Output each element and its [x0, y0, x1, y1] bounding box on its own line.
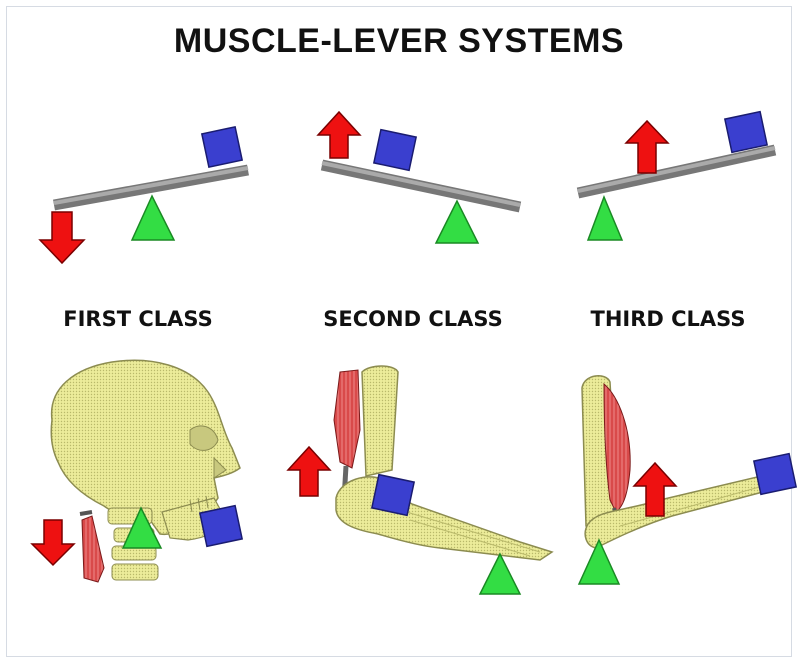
- second-class-lever: [318, 112, 520, 243]
- load-block: [725, 112, 767, 153]
- load-block: [754, 454, 796, 495]
- effort-arrow-up: [288, 447, 330, 496]
- effort-arrow-down: [40, 212, 84, 263]
- calf-muscle: [334, 370, 360, 468]
- load-block: [374, 130, 416, 171]
- first-class-lever: [40, 127, 248, 263]
- third-class-lever: [578, 112, 775, 240]
- fulcrum-triangle: [480, 554, 520, 594]
- load-block: [200, 506, 242, 547]
- effort-arrow-down: [32, 520, 74, 565]
- neck-muscle: [82, 516, 104, 582]
- forearm-illustration: [579, 376, 796, 584]
- fulcrum-triangle: [132, 196, 174, 240]
- fulcrum-triangle: [588, 197, 622, 240]
- foot-illustration: [288, 366, 552, 594]
- effort-arrow-up: [318, 112, 360, 158]
- fulcrum-triangle: [436, 201, 478, 243]
- load-block: [372, 475, 414, 516]
- skull-illustration: [32, 360, 242, 582]
- load-block: [202, 127, 242, 167]
- effort-arrow-up: [626, 121, 668, 173]
- fulcrum-triangle: [579, 540, 619, 584]
